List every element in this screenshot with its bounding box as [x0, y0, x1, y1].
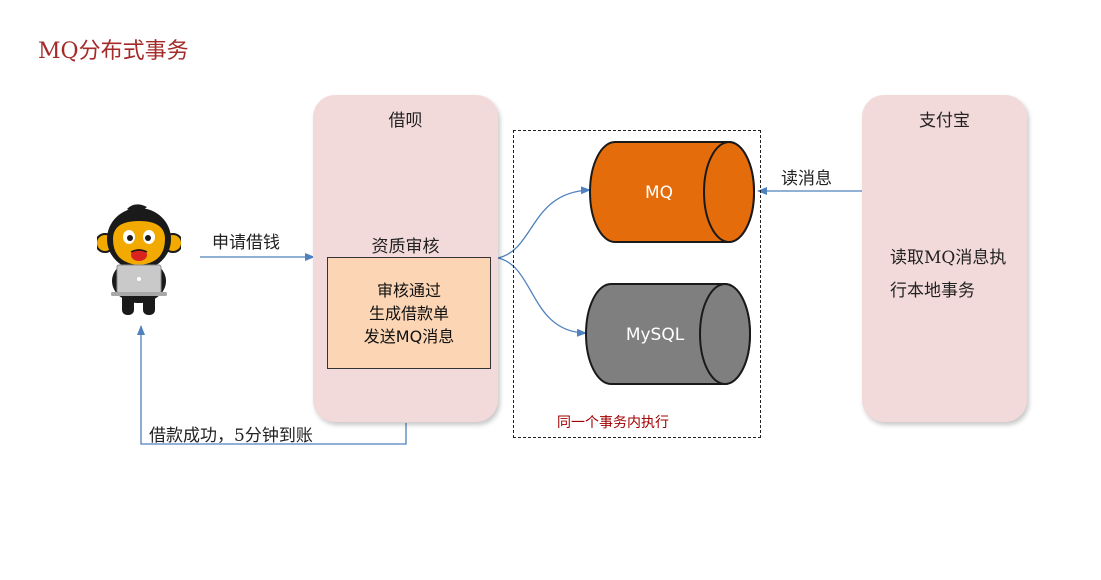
mq-cylinder: MQ — [589, 141, 755, 243]
page-title: MQ分布式事务 — [38, 39, 189, 64]
alipay-title: 支付宝 — [919, 111, 970, 131]
write-mysql-arrow — [497, 257, 587, 337]
read-message-label: 读消息 — [781, 169, 832, 189]
review-line-create-order: 生成借款单 — [368, 303, 449, 323]
send-mq-arrow — [497, 186, 591, 259]
jiebei-title: 借呗 — [388, 111, 423, 131]
review-line-send-mq: 发送MQ消息 — [363, 326, 455, 346]
mq-label: MQ — [645, 183, 673, 203]
success-return-arrow — [137, 325, 407, 445]
alipay-description: 读取MQ消息执 行本地事务 — [890, 242, 1006, 308]
success-label: 借款成功，5分钟到账 — [149, 426, 313, 446]
review-result-box: 审核通过 生成借款单 发送MQ消息 — [327, 257, 491, 369]
jiebei-panel: 借呗 资质审核 审核通过 生成借款单 发送MQ消息 — [313, 95, 498, 422]
alipay-panel: 支付宝 读取MQ消息执 行本地事务 — [862, 95, 1027, 422]
mysql-cylinder: MySQL — [585, 283, 751, 385]
apply-label: 申请借钱 — [212, 233, 280, 253]
alipay-line-1: 读取MQ消息执 — [890, 248, 1007, 268]
transaction-boundary — [513, 130, 761, 438]
monkey-with-laptop-icon — [97, 204, 181, 315]
alipay-line-2: 行本地事务 — [890, 281, 975, 301]
transaction-label: 同一个事务内执行 — [557, 415, 669, 431]
review-line-approved: 审核通过 — [376, 280, 441, 300]
mysql-label: MySQL — [626, 325, 685, 345]
review-label: 资质审核 — [371, 237, 440, 257]
